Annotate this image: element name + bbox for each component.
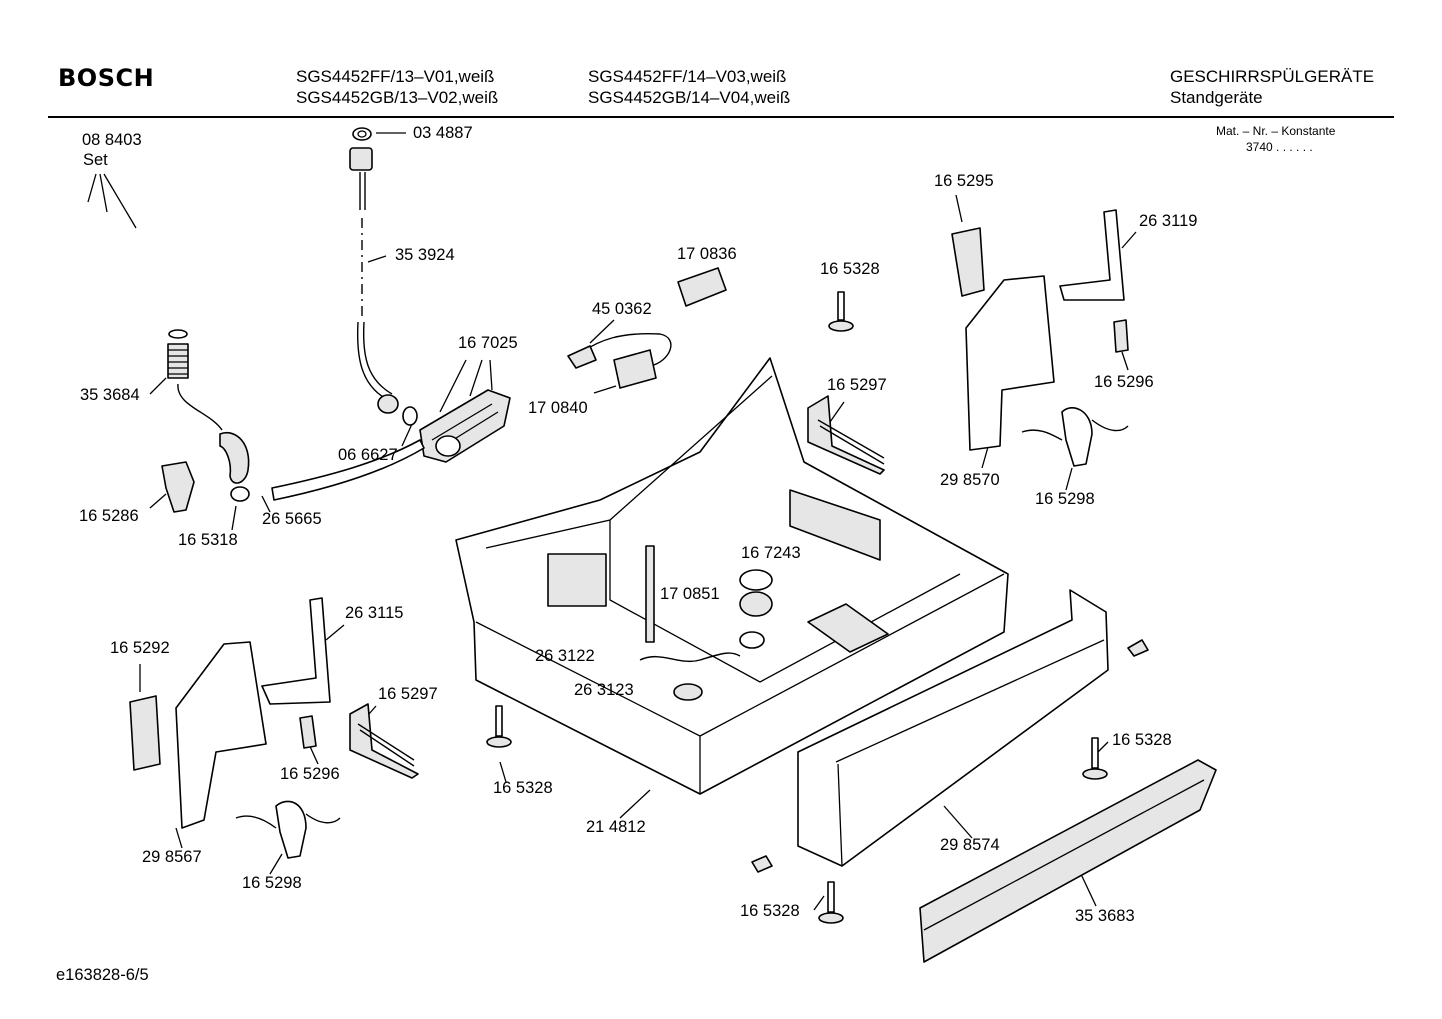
- drain-hose: [167, 329, 425, 502]
- part-label: 26 3122: [535, 647, 595, 665]
- part-label: 17 0836: [677, 245, 737, 263]
- part-label: Set: [83, 151, 108, 169]
- part-label: 21 4812: [586, 818, 646, 836]
- part-label: 29 8570: [940, 471, 1000, 489]
- part-label: 26 5665: [262, 510, 322, 528]
- part-label: 16 7243: [741, 544, 801, 562]
- part-label: 16 5297: [827, 376, 887, 394]
- hose-clip: [161, 461, 195, 513]
- model-line: SGS4452FF/13–V01,weiß: [296, 67, 495, 86]
- part-label: 17 0840: [528, 399, 588, 417]
- part-label: 03 4887: [413, 124, 473, 142]
- model-list-2: SGS4452FF/14–V03,weiß SGS4452GB/14–V04,w…: [588, 66, 790, 108]
- model-line: SGS4452FF/14–V03,weiß: [588, 67, 787, 86]
- part-label: 16 5295: [934, 172, 994, 190]
- part-label: 06 6627: [338, 446, 398, 464]
- part-label: 29 8574: [940, 836, 1000, 854]
- part-label: 26 3115: [345, 604, 404, 622]
- screws: [486, 291, 1149, 924]
- part-label: 16 7025: [458, 334, 518, 352]
- model-list-1: SGS4452FF/13–V01,weiß SGS4452GB/13–V02,w…: [296, 66, 498, 108]
- part-label: 16 5286: [79, 507, 139, 525]
- model-line: SGS4452GB/14–V04,weiß: [588, 88, 791, 107]
- part-label: 26 3123: [574, 681, 634, 699]
- part-label: 35 3924: [395, 246, 455, 264]
- part-label: 26 3119: [1139, 212, 1198, 230]
- part-label: 16 5292: [110, 639, 170, 657]
- mat-value: 3740 . . . . . .: [1246, 140, 1313, 154]
- cable-set: [567, 267, 727, 389]
- part-label: 16 5318: [178, 531, 238, 549]
- brand-logo: BOSCH: [58, 64, 155, 92]
- part-label: 16 5296: [1094, 373, 1154, 391]
- part-label: 35 3684: [80, 386, 140, 404]
- part-label: 16 5298: [242, 874, 302, 892]
- mat-label: Mat. – Nr. – Konstante: [1216, 124, 1336, 138]
- part-label: 16 5298: [1035, 490, 1095, 508]
- category-block: GESCHIRRSPÜLGERÄTE Standgeräte: [1170, 66, 1374, 108]
- kick-panel: [797, 589, 1217, 963]
- part-label: 16 5297: [378, 685, 438, 703]
- part-label: 16 5328: [1112, 731, 1172, 749]
- bracket-left: [129, 597, 341, 859]
- inlet-hose: [349, 127, 418, 426]
- valve-unit: [419, 389, 511, 463]
- part-label: 29 8567: [142, 848, 202, 866]
- part-label: 16 5328: [740, 902, 800, 920]
- model-line: SGS4452GB/13–V02,weiß: [296, 88, 499, 107]
- hinge-spring-left: [349, 703, 419, 779]
- part-label: 16 5328: [820, 260, 880, 278]
- bracket-right: [951, 209, 1129, 467]
- subcategory-title: Standgeräte: [1170, 88, 1263, 107]
- part-label: 08 8403: [82, 131, 142, 149]
- category-title: GESCHIRRSPÜLGERÄTE: [1170, 67, 1375, 86]
- header-rule: [48, 116, 1394, 118]
- base-tub: [455, 357, 1009, 795]
- part-label: 17 0851: [660, 585, 720, 603]
- part-label: 35 3683: [1075, 907, 1135, 925]
- document-id: e163828-6/5: [56, 966, 149, 984]
- part-label: 16 5296: [280, 765, 340, 783]
- part-label: 16 5328: [493, 779, 553, 797]
- hinge-spring-right: [807, 395, 885, 475]
- part-label: 45 0362: [592, 300, 652, 318]
